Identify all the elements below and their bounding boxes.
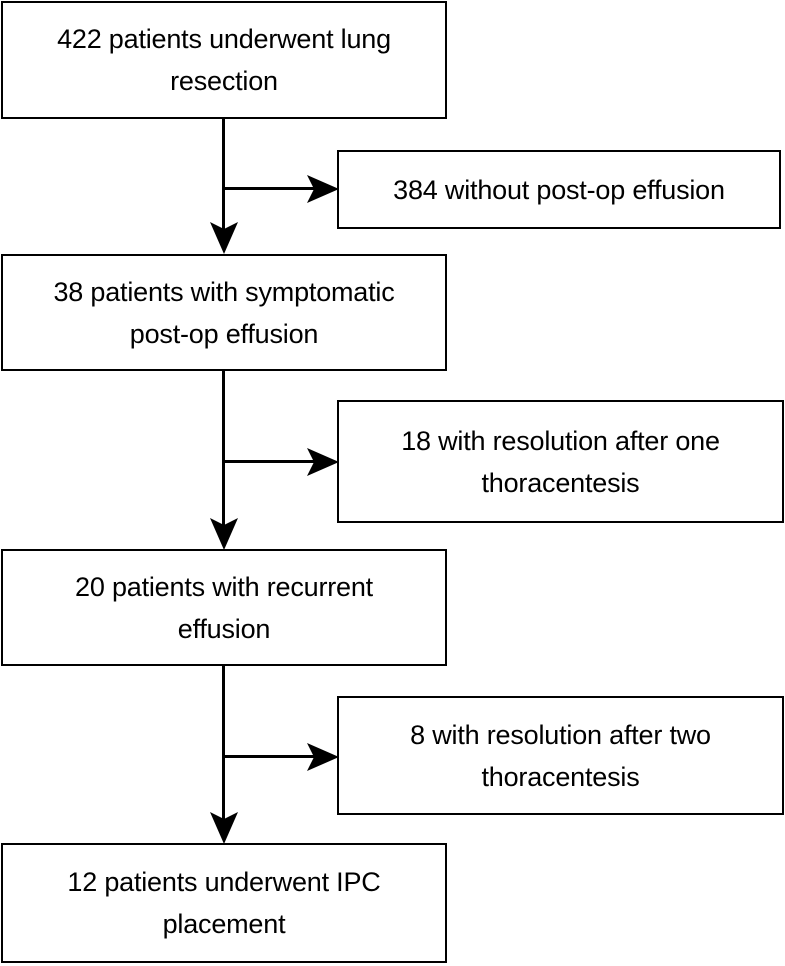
arrow-down-icon-3 — [208, 810, 240, 844]
flow-node-branch-3: 8 with resolution after two thoracentesi… — [337, 696, 784, 815]
flow-node-branch-2: 18 with resolution after one thoracentes… — [337, 400, 784, 523]
connector-line-vertical-3 — [222, 666, 225, 832]
flow-node-main-2: 38 patients with symptomatic post-op eff… — [1, 254, 447, 371]
arrow-down-icon-2 — [208, 516, 240, 550]
flow-node-branch-2-label: 18 with resolution after one thoracentes… — [401, 425, 720, 498]
arrow-right-icon-1 — [305, 173, 339, 205]
connector-line-horizontal-2 — [222, 460, 320, 463]
flow-node-main-4: 12 patients underwent IPC placement — [1, 843, 447, 963]
flow-node-branch-1: 384 without post-op effusion — [337, 150, 781, 229]
connector-line-vertical-2 — [222, 371, 225, 538]
connector-line-horizontal-1 — [222, 187, 320, 190]
arrow-right-icon-3 — [305, 741, 339, 773]
arrow-down-icon-1 — [208, 220, 240, 254]
flow-node-main-3-label: 20 patients with recurrent effusion — [75, 571, 373, 644]
flow-node-main-3: 20 patients with recurrent effusion — [1, 549, 447, 666]
flow-node-branch-3-label: 8 with resolution after two thoracentesi… — [410, 719, 711, 792]
arrow-right-icon-2 — [305, 446, 339, 478]
flow-node-branch-1-label: 384 without post-op effusion — [393, 174, 725, 205]
flow-node-main-2-label: 38 patients with symptomatic post-op eff… — [53, 276, 395, 349]
flow-node-main-4-label: 12 patients underwent IPC placement — [67, 867, 381, 939]
connector-line-horizontal-3 — [222, 755, 320, 758]
flow-node-main-1: 422 patients underwent lung resection — [1, 1, 447, 119]
connector-line-vertical-1 — [222, 119, 225, 243]
flow-node-main-1-label: 422 patients underwent lung resection — [57, 24, 391, 96]
